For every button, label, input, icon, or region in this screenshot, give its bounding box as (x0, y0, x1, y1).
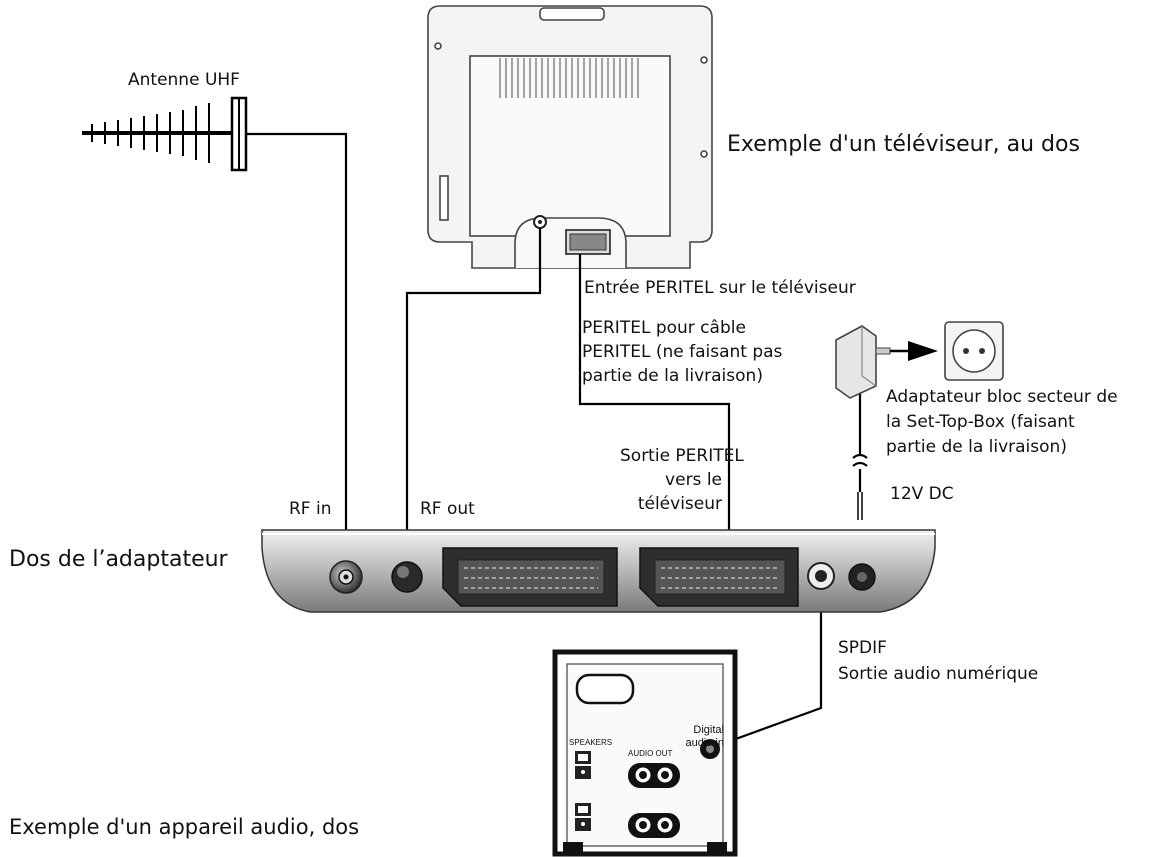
audio-device-back (552, 649, 738, 857)
tv-back-drawing (427, 5, 713, 269)
scart-out-label-line1: Sortie PERITEL (620, 446, 744, 466)
spdif-description: Sortie audio numérique (838, 664, 1039, 684)
audio-out-label: AUDIO OUT (628, 749, 673, 758)
cables (246, 132, 868, 750)
wall-socket-icon (944, 321, 1004, 381)
tv-back-caption: Exemple d'un téléviseur, au dos (727, 132, 1080, 157)
audio-out-jacks (628, 763, 680, 838)
power-adapter-label-line1: Adaptateur bloc secteur de (886, 387, 1118, 407)
tv-scart-in-label: Entrée PERITEL sur le téléviseur (584, 278, 856, 298)
rf-out-label: RF out (420, 499, 475, 519)
power-adapter-label-line2: la Set-Top-Box (faisant (886, 412, 1075, 432)
digital-in-label-line1: Digital (693, 724, 724, 736)
speakers-label: SPEAKERS (569, 738, 613, 747)
adapter-back-caption: Dos de l’adaptateur (9, 547, 228, 572)
rf-in-label: RF in (289, 499, 332, 519)
antenna-label: Antenne UHF (128, 70, 240, 90)
scart-port-2 (639, 547, 799, 607)
scart-port-1 (442, 547, 618, 607)
scart-cable-label-line2: PERITEL (ne faisant pas (582, 342, 783, 362)
scart-cable-label-line3: partie de la livraison) (582, 366, 763, 386)
set-top-box-back (261, 529, 936, 613)
scart-out-label-line3: téléviseur (637, 494, 722, 514)
audio-device-caption: Exemple d'un appareil audio, dos (9, 815, 360, 839)
power-adapter-icon (835, 325, 938, 399)
speaker-terminals (575, 751, 591, 831)
dc-voltage-label: 12V DC (890, 484, 954, 504)
scart-cable-label-line1: PERITEL pour câble (582, 318, 746, 338)
digital-in-label-line2: audio in (685, 737, 724, 749)
uhf-antenna-icon (82, 96, 248, 172)
rf-out-port (391, 561, 423, 593)
power-adapter-label-line3: partie de la livraison) (886, 437, 1067, 457)
scart-out-label-line2: vers le (665, 470, 722, 490)
spdif-label: SPDIF (838, 638, 887, 658)
